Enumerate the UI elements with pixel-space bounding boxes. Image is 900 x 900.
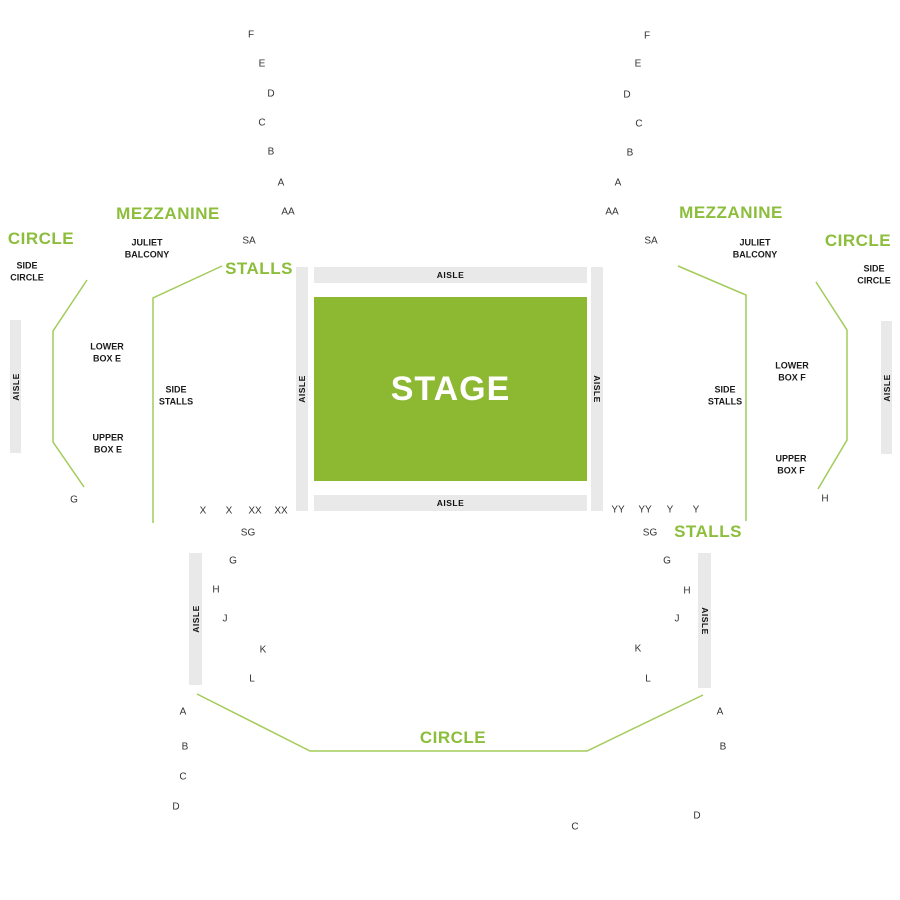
row-letter: E — [258, 58, 266, 70]
aisle-far-left: AISLE — [10, 320, 21, 453]
aisle-circle-left: AISLE — [189, 553, 202, 685]
row-letter: X — [225, 505, 233, 517]
row-letter: A — [179, 706, 187, 718]
row-letter: H — [212, 584, 220, 596]
row-letter: G — [663, 555, 671, 567]
aisle-stage-left: AISLE — [296, 267, 308, 511]
section-label-circle-bottom: CIRCLE — [419, 728, 487, 747]
row-letter: G — [229, 555, 237, 567]
stalls-left-boundary-line — [152, 265, 223, 523]
aisle-label: AISLE — [297, 375, 307, 403]
aisle-label: AISLE — [10, 372, 21, 401]
stage-area: STAGE — [314, 297, 587, 481]
row-letter: F — [643, 30, 651, 42]
row-letter: SG — [642, 527, 658, 539]
label-side-stalls-right: SIDE STALLS — [707, 384, 743, 407]
circle-left-boundary-line — [52, 279, 88, 488]
section-label-stalls-left: STALLS — [225, 259, 293, 278]
row-letter: B — [626, 147, 634, 159]
row-letter: J — [674, 613, 680, 625]
row-letter: C — [179, 771, 187, 783]
circle-bottom-boundary-line — [196, 693, 704, 752]
aisle-label: AISLE — [436, 270, 465, 280]
row-letter: SA — [242, 235, 256, 247]
row-letter: D — [693, 810, 701, 822]
row-letter: G — [70, 494, 78, 506]
row-letter: A — [277, 177, 285, 189]
row-letter: SA — [644, 235, 658, 247]
row-letter: K — [259, 644, 267, 656]
aisle-label: AISLE — [436, 498, 465, 508]
label-juliet-balcony-right: JULIET BALCONY — [732, 237, 778, 260]
row-letter: X — [199, 505, 207, 517]
circle-right-boundary-line — [815, 281, 848, 490]
row-letter: XX — [274, 505, 288, 517]
label-side-stalls-left: SIDE STALLS — [158, 384, 194, 407]
row-letter: C — [571, 821, 579, 833]
aisle-label: AISLE — [699, 606, 710, 635]
row-letter: C — [258, 117, 266, 129]
aisle-far-right: AISLE — [881, 321, 892, 454]
row-letter: D — [267, 88, 275, 100]
aisle-circle-right: AISLE — [698, 553, 711, 688]
row-letter: F — [247, 29, 255, 41]
row-letter: H — [683, 585, 691, 597]
aisle-label: AISLE — [190, 605, 201, 633]
row-letter: D — [623, 89, 631, 101]
row-letter: XX — [248, 505, 262, 517]
stage-label: STAGE — [390, 369, 511, 408]
row-letter: L — [249, 673, 255, 685]
section-label-mezzanine-right: MEZZANINE — [679, 203, 783, 222]
row-letter: D — [172, 801, 180, 813]
row-letter: C — [635, 118, 643, 130]
row-letter: K — [634, 643, 642, 655]
row-letter: Y — [666, 504, 674, 516]
row-letter: Y — [692, 504, 700, 516]
section-label-mezzanine-left: MEZZANINE — [116, 204, 220, 223]
aisle-label: AISLE — [592, 375, 602, 403]
label-lower-box-f: LOWER BOX F — [775, 360, 809, 383]
row-letter: B — [181, 741, 189, 753]
aisle-top: AISLE — [314, 267, 587, 283]
row-letter: B — [719, 741, 727, 753]
label-side-circle-left: SIDE CIRCLE — [10, 260, 44, 283]
label-upper-box-f: UPPER BOX F — [775, 453, 807, 476]
row-letter: B — [267, 146, 275, 158]
section-label-circle-left: CIRCLE — [7, 229, 75, 248]
aisle-label: AISLE — [881, 373, 892, 402]
stalls-right-boundary-line — [677, 265, 747, 521]
row-letter: E — [634, 58, 642, 70]
label-lower-box-e: LOWER BOX E — [90, 341, 124, 364]
row-letter: A — [614, 177, 622, 189]
row-letter: L — [645, 673, 651, 685]
row-letter: YY — [611, 504, 625, 516]
row-letter: A — [716, 706, 724, 718]
row-letter: AA — [281, 206, 295, 218]
row-letter: YY — [638, 504, 652, 516]
row-letter: AA — [605, 206, 619, 218]
label-upper-box-e: UPPER BOX E — [92, 432, 124, 455]
label-side-circle-right: SIDE CIRCLE — [857, 263, 891, 286]
row-letter: H — [821, 493, 829, 505]
section-label-stalls-right: STALLS — [674, 522, 742, 541]
section-label-circle-right: CIRCLE — [824, 231, 892, 250]
aisle-bottom: AISLE — [314, 495, 587, 511]
label-juliet-balcony-left: JULIET BALCONY — [124, 237, 170, 260]
aisle-stage-right: AISLE — [591, 267, 603, 511]
row-letter: SG — [240, 527, 256, 539]
row-letter: J — [222, 613, 228, 625]
